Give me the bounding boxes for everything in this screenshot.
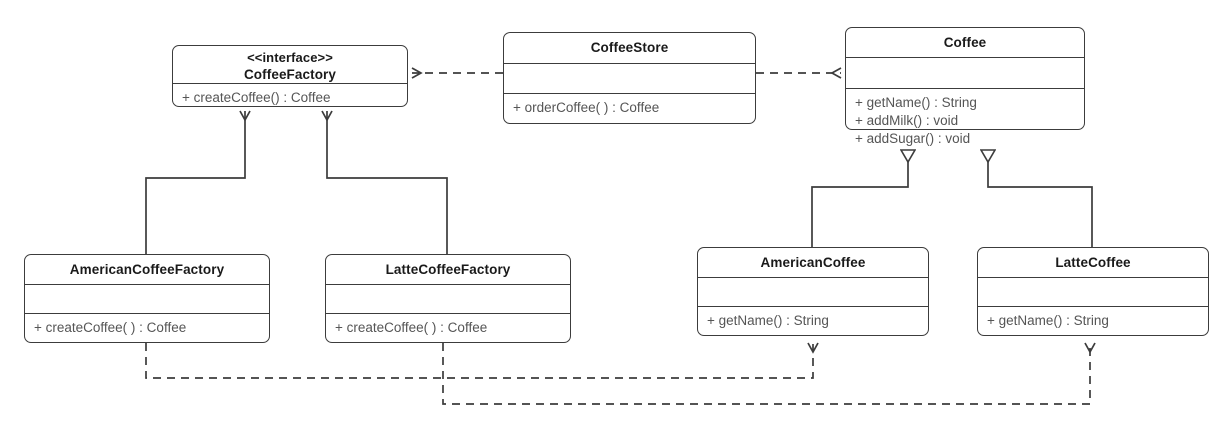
class-box-latte-coffee[interactable]: LatteCoffee + getName() : String	[977, 247, 1209, 336]
edge-lattecoffee-extends-coffee	[988, 150, 1093, 247]
operation-item: + getName() : String	[855, 95, 977, 110]
class-box-coffee-store[interactable]: CoffeeStore + orderCoffee( ) : Coffee	[503, 32, 756, 124]
class-box-american-coffee[interactable]: AmericanCoffee + getName() : String	[697, 247, 929, 336]
operation-item: + createCoffee( ) : Coffee	[335, 320, 488, 335]
class-operations-latte-coffee-factory: + createCoffee( ) : Coffee	[326, 314, 570, 337]
class-operations-coffee-store: + orderCoffee( ) : Coffee	[504, 94, 755, 117]
operation-item: + getName() : String	[987, 313, 1109, 328]
class-name-label: LatteCoffeeFactory	[385, 262, 511, 277]
operation-item: + addSugar() : void	[855, 131, 971, 146]
class-name-label: CoffeeStore	[590, 40, 669, 55]
class-attributes-coffee	[846, 58, 1084, 89]
class-operations-latte-coffee: + getName() : String	[978, 307, 1208, 330]
class-title-american-coffee: AmericanCoffee	[698, 248, 928, 278]
edge-americanfactory-creates-americancoffee	[145, 342, 819, 379]
class-name-label: AmericanCoffeeFactory	[69, 262, 225, 277]
class-box-latte-coffee-factory[interactable]: LatteCoffeeFactory + createCoffee( ) : C…	[325, 254, 571, 343]
stereotype-label: <<interface>>	[247, 50, 333, 65]
class-attributes-american-coffee	[698, 278, 928, 307]
class-name-label: AmericanCoffee	[760, 255, 866, 270]
edge-lattefactory-implements-factory	[321, 110, 448, 254]
class-operations-coffee-factory: + createCoffee() : Coffee	[173, 84, 407, 107]
class-title-latte-coffee-factory: LatteCoffeeFactory	[326, 255, 570, 285]
class-attributes-coffee-store	[504, 64, 755, 94]
class-box-coffee-factory[interactable]: <<interface>> CoffeeFactory + createCoff…	[172, 45, 408, 107]
class-title-american-coffee-factory: AmericanCoffeeFactory	[25, 255, 269, 285]
operation-item: + createCoffee() : Coffee	[182, 90, 331, 105]
class-attributes-latte-coffee-factory	[326, 285, 570, 314]
class-title-coffee-store: CoffeeStore	[504, 33, 755, 64]
edge-lattefactory-creates-lattecoffee	[442, 342, 1096, 405]
class-attributes-american-coffee-factory	[25, 285, 269, 314]
edge-americanfactory-implements-factory	[145, 110, 251, 254]
class-name-label: Coffee	[943, 35, 987, 50]
operation-item: + orderCoffee( ) : Coffee	[513, 100, 660, 115]
class-name-label: CoffeeFactory	[243, 67, 337, 82]
operation-item: + createCoffee( ) : Coffee	[34, 320, 187, 335]
operation-item: + addMilk() : void	[855, 113, 959, 128]
class-operations-american-coffee: + getName() : String	[698, 307, 928, 330]
class-operations-coffee: + getName() : String + addMilk() : void …	[846, 89, 1084, 146]
class-operations-american-coffee-factory: + createCoffee( ) : Coffee	[25, 314, 269, 337]
class-name-label: LatteCoffee	[1055, 255, 1131, 270]
operation-item: + getName() : String	[707, 313, 829, 328]
class-box-american-coffee-factory[interactable]: AmericanCoffeeFactory + createCoffee( ) …	[24, 254, 270, 343]
class-box-coffee[interactable]: Coffee + getName() : String + addMilk() …	[845, 27, 1085, 146]
edge-americancoffee-extends-coffee	[811, 150, 908, 247]
class-title-latte-coffee: LatteCoffee	[978, 248, 1208, 278]
class-title-coffee-factory: <<interface>> CoffeeFactory	[173, 46, 407, 84]
class-title-coffee: Coffee	[846, 28, 1084, 58]
class-attributes-latte-coffee	[978, 278, 1208, 307]
